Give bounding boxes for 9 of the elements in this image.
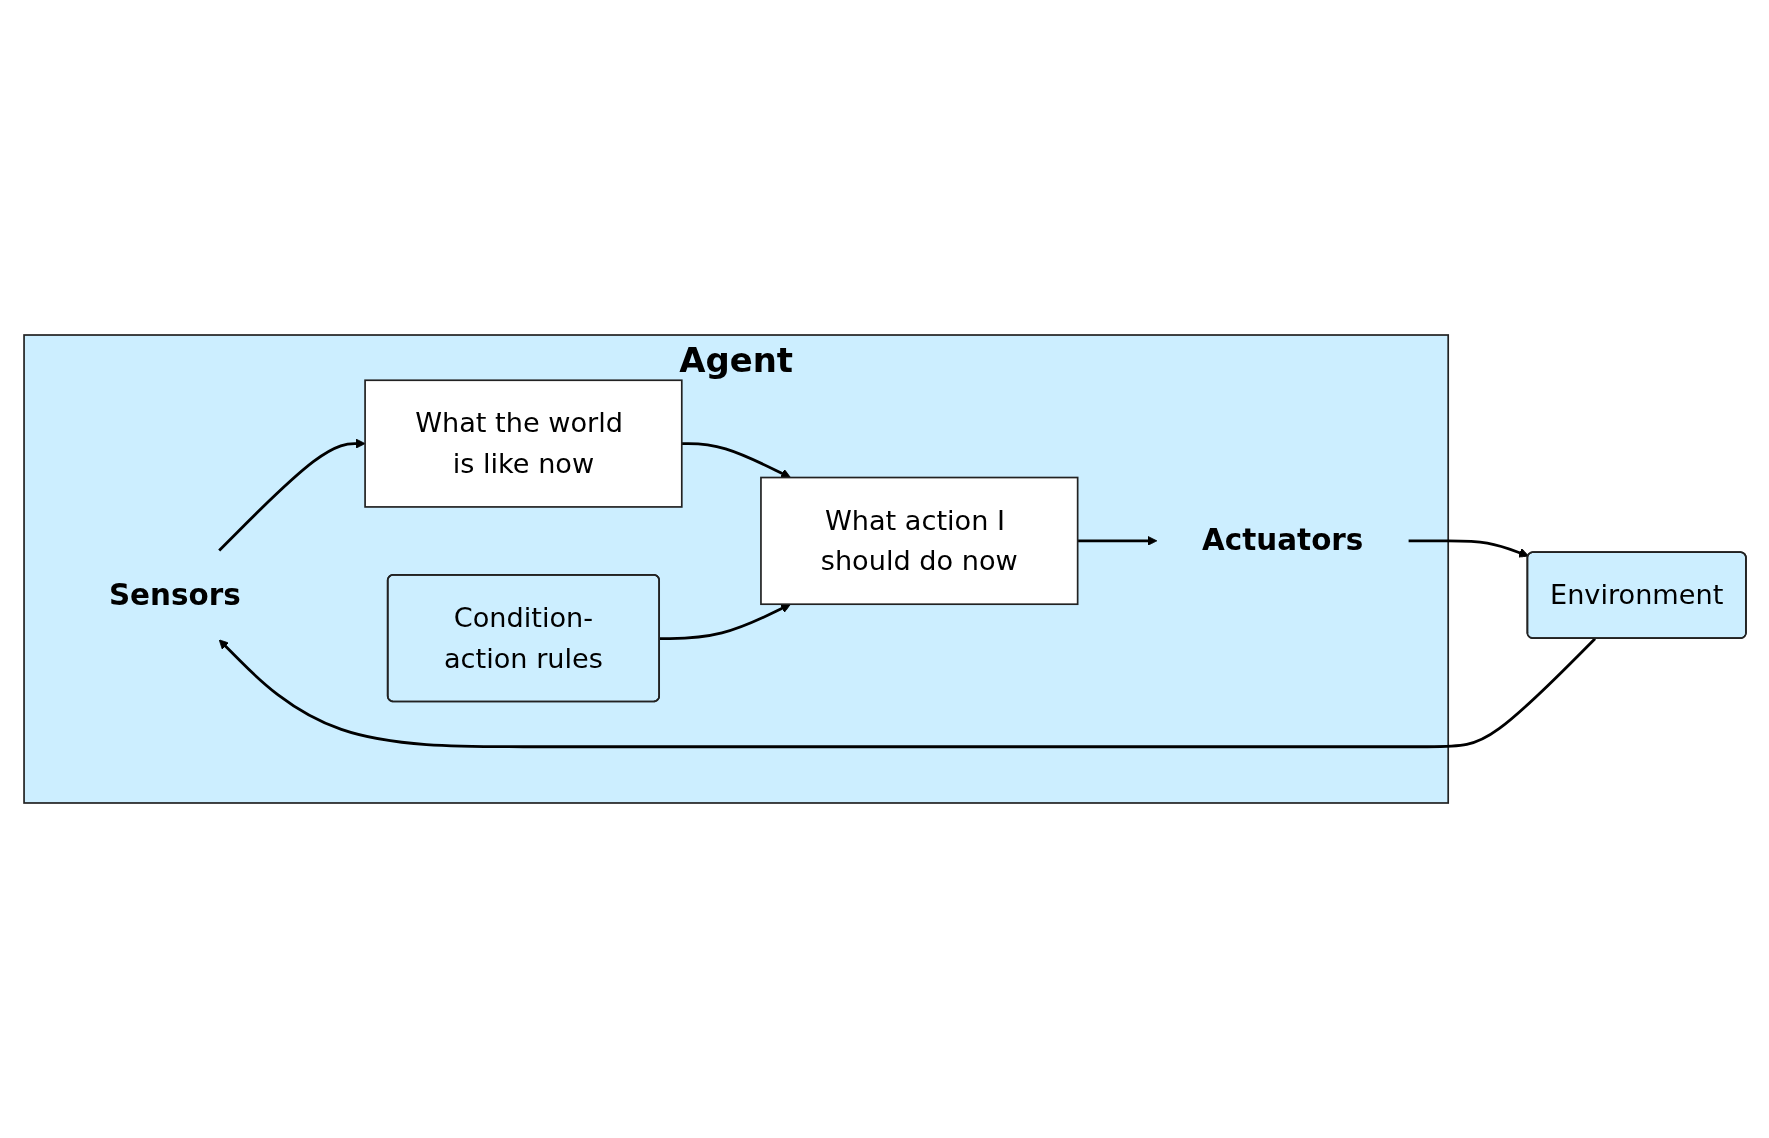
arrow — [659, 603, 791, 641]
node-text: Actuators — [1201, 523, 1363, 558]
arrow — [218, 637, 1596, 749]
arrow — [1408, 539, 1529, 558]
node-text: Sensors — [108, 577, 241, 612]
node-box: What the world is like now — [363, 379, 683, 508]
node-box: What action I should do now — [759, 476, 1078, 606]
arrow — [681, 442, 791, 479]
arrow — [1077, 535, 1157, 546]
